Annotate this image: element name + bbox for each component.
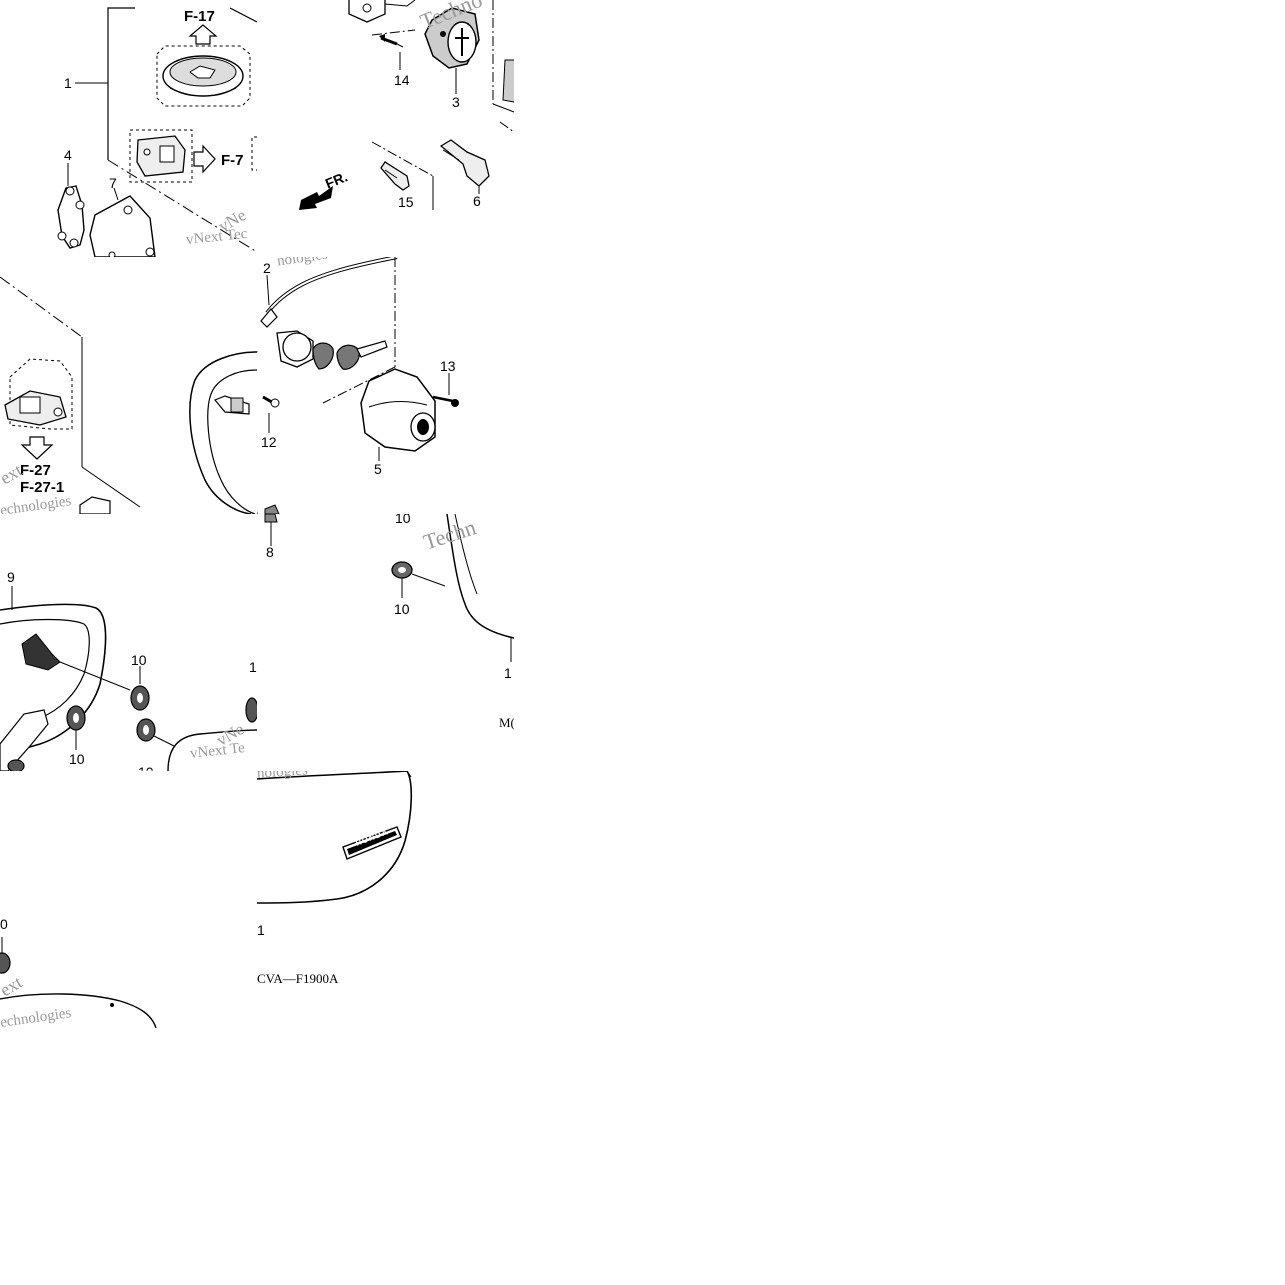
tile-drawing xyxy=(257,0,514,210)
part-label-4: 4 xyxy=(64,147,72,163)
part-label-2: 2 xyxy=(263,260,271,276)
ref-f7: F-7 xyxy=(221,152,244,169)
diagram-tile-middle-center: 2 13 12 5 nologies xyxy=(257,257,514,514)
part-label-10: 10 xyxy=(394,601,410,617)
fender-drawing xyxy=(189,351,257,514)
diagram-tile-center-right: 8 10 10 1 M( Techn xyxy=(257,514,514,771)
diagram-tile-bottom-center: nologies HONDA 1 CVA—F1900A xyxy=(257,771,514,1028)
tile-drawing xyxy=(264,514,514,662)
tile-drawing xyxy=(0,937,157,1028)
part-label-10-top: 10 xyxy=(395,514,411,526)
ref-f27: F-27 xyxy=(20,462,51,479)
diagram-tile-middle-left: F-27 F-27-1 ext echnologies xyxy=(0,257,257,514)
diagram-tile-top-left: F-17 F-7 1 4 7 vNext Tec vNe xyxy=(0,0,257,257)
part-label-11: 1 xyxy=(257,922,265,938)
tile-drawing xyxy=(57,7,257,257)
part-label-6: 6 xyxy=(473,193,481,209)
tile-drawing xyxy=(0,586,257,771)
diagram-code: CVA—F1900A xyxy=(257,971,339,986)
tile-drawing xyxy=(0,276,141,514)
part-label-7: 7 xyxy=(109,175,117,191)
part-label-10: 0 xyxy=(0,916,8,932)
part-label-3: 3 xyxy=(452,94,460,110)
diagram-tile-fender-left xyxy=(185,340,257,514)
part-label-mo: M( xyxy=(499,715,514,730)
part-label-5: 5 xyxy=(374,461,382,477)
part-label-15: 15 xyxy=(398,194,414,210)
part-label-13: 13 xyxy=(440,358,456,374)
diagram-tile-top-center: 14 3 15 6 FR. Techno xyxy=(257,0,514,257)
part-label-10: 10 xyxy=(138,765,154,771)
tile-drawing xyxy=(257,771,413,904)
ref-f17: F-17 xyxy=(184,8,215,25)
part-label-10: 10 xyxy=(69,751,85,767)
part-label-9: 9 xyxy=(7,569,15,585)
part-label-11: 1 xyxy=(249,659,257,675)
part-label-10: 10 xyxy=(131,652,147,668)
part-label-11: 1 xyxy=(504,665,512,681)
part-label-8: 8 xyxy=(266,544,274,560)
diagram-tile-bottom-left: 0 ext echnologies xyxy=(0,771,257,1028)
tile-drawing xyxy=(257,257,459,514)
part-label-14: 14 xyxy=(394,72,410,88)
ref-f27-1: F-27-1 xyxy=(20,479,65,496)
part-label-12: 12 xyxy=(261,434,277,450)
part-label-1: 1 xyxy=(64,75,72,91)
diagram-tile-lower-left: 9 10 10 10 1 vNext Te vNe xyxy=(0,514,257,771)
